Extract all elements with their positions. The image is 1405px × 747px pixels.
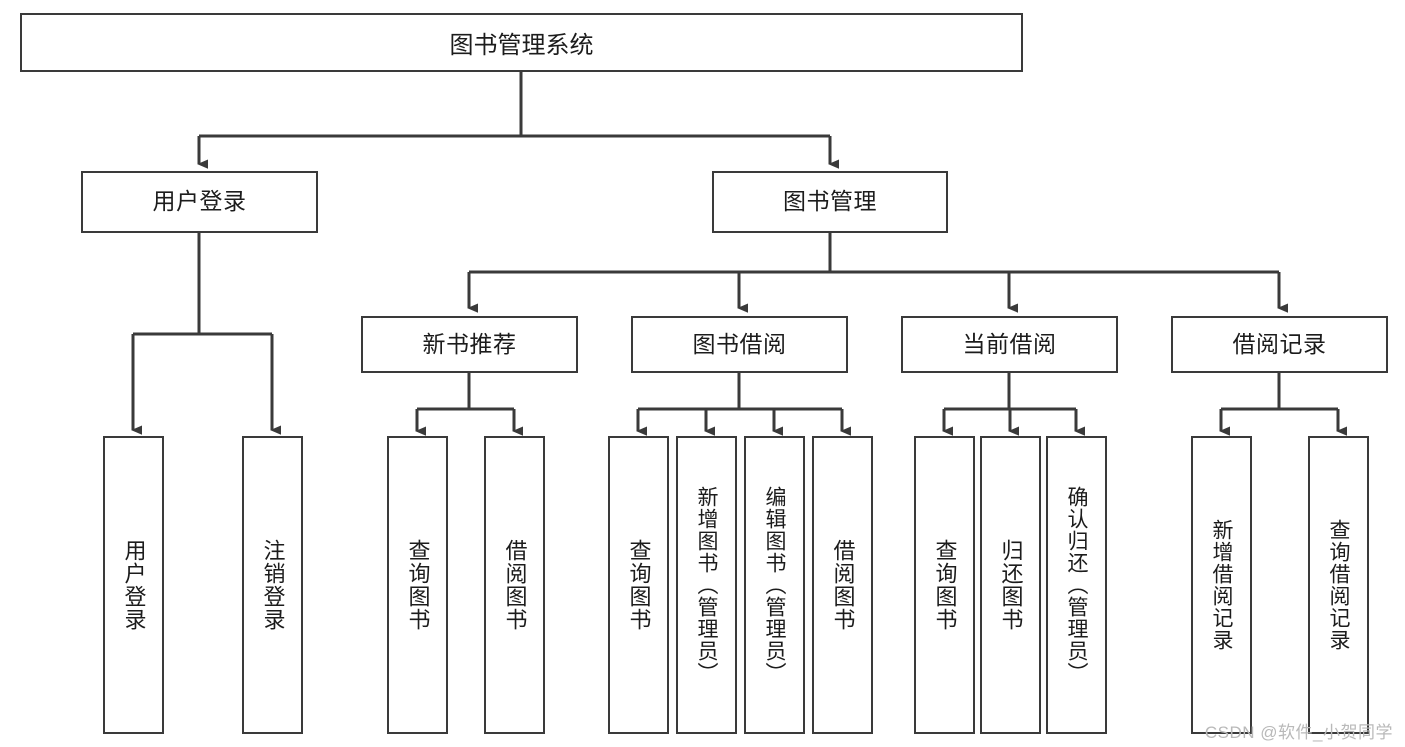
leaf-label: 用户登录 — [121, 539, 147, 631]
node-book-borrow[interactable]: 图书借阅 — [631, 316, 848, 373]
node-borrow-record[interactable]: 借阅记录 — [1171, 316, 1388, 373]
leaf-label: 查询图书 — [405, 539, 431, 631]
leaf-label: 新增图书（管理员） — [695, 486, 719, 684]
leaf-label: 借阅图书 — [830, 539, 856, 631]
leaf-node-add-borrow-record[interactable]: 新增借阅记录 — [1191, 436, 1252, 734]
leaf-label: 查询借阅记录 — [1327, 519, 1351, 651]
node-root-system[interactable]: 图书管理系统 — [20, 13, 1023, 72]
leaf-label: 借阅图书 — [502, 539, 528, 631]
leaf-node-add-book[interactable]: 新增图书（管理员） — [676, 436, 737, 734]
leaf-label: 查询图书 — [932, 539, 958, 631]
node-new-book-recommend[interactable]: 新书推荐 — [361, 316, 578, 373]
leaf-node-query-book-1[interactable]: 查询图书 — [387, 436, 448, 734]
leaf-node-query-book-2[interactable]: 查询图书 — [608, 436, 669, 734]
node-book-management[interactable]: 图书管理 — [712, 171, 948, 233]
leaf-node-return-book[interactable]: 归还图书 — [980, 436, 1041, 734]
leaf-node-query-borrow-record[interactable]: 查询借阅记录 — [1308, 436, 1369, 734]
leaf-node-borrow-book-2[interactable]: 借阅图书 — [812, 436, 873, 734]
leaf-label: 注销登录 — [260, 539, 286, 631]
leaf-label: 确认归还（管理员） — [1065, 486, 1089, 684]
leaf-label: 归还图书 — [998, 539, 1024, 631]
leaf-node-logout-login[interactable]: 注销登录 — [242, 436, 303, 734]
leaf-node-edit-book[interactable]: 编辑图书（管理员） — [744, 436, 805, 734]
leaf-node-borrow-book-1[interactable]: 借阅图书 — [484, 436, 545, 734]
leaf-label: 新增借阅记录 — [1210, 519, 1234, 651]
node-current-borrow[interactable]: 当前借阅 — [901, 316, 1118, 373]
leaf-node-query-book-3[interactable]: 查询图书 — [914, 436, 975, 734]
leaf-label: 查询图书 — [626, 539, 652, 631]
leaf-node-confirm-return[interactable]: 确认归还（管理员） — [1046, 436, 1107, 734]
node-user-login[interactable]: 用户登录 — [81, 171, 318, 233]
leaf-node-user-login[interactable]: 用户登录 — [103, 436, 164, 734]
leaf-label: 编辑图书（管理员） — [763, 486, 787, 684]
